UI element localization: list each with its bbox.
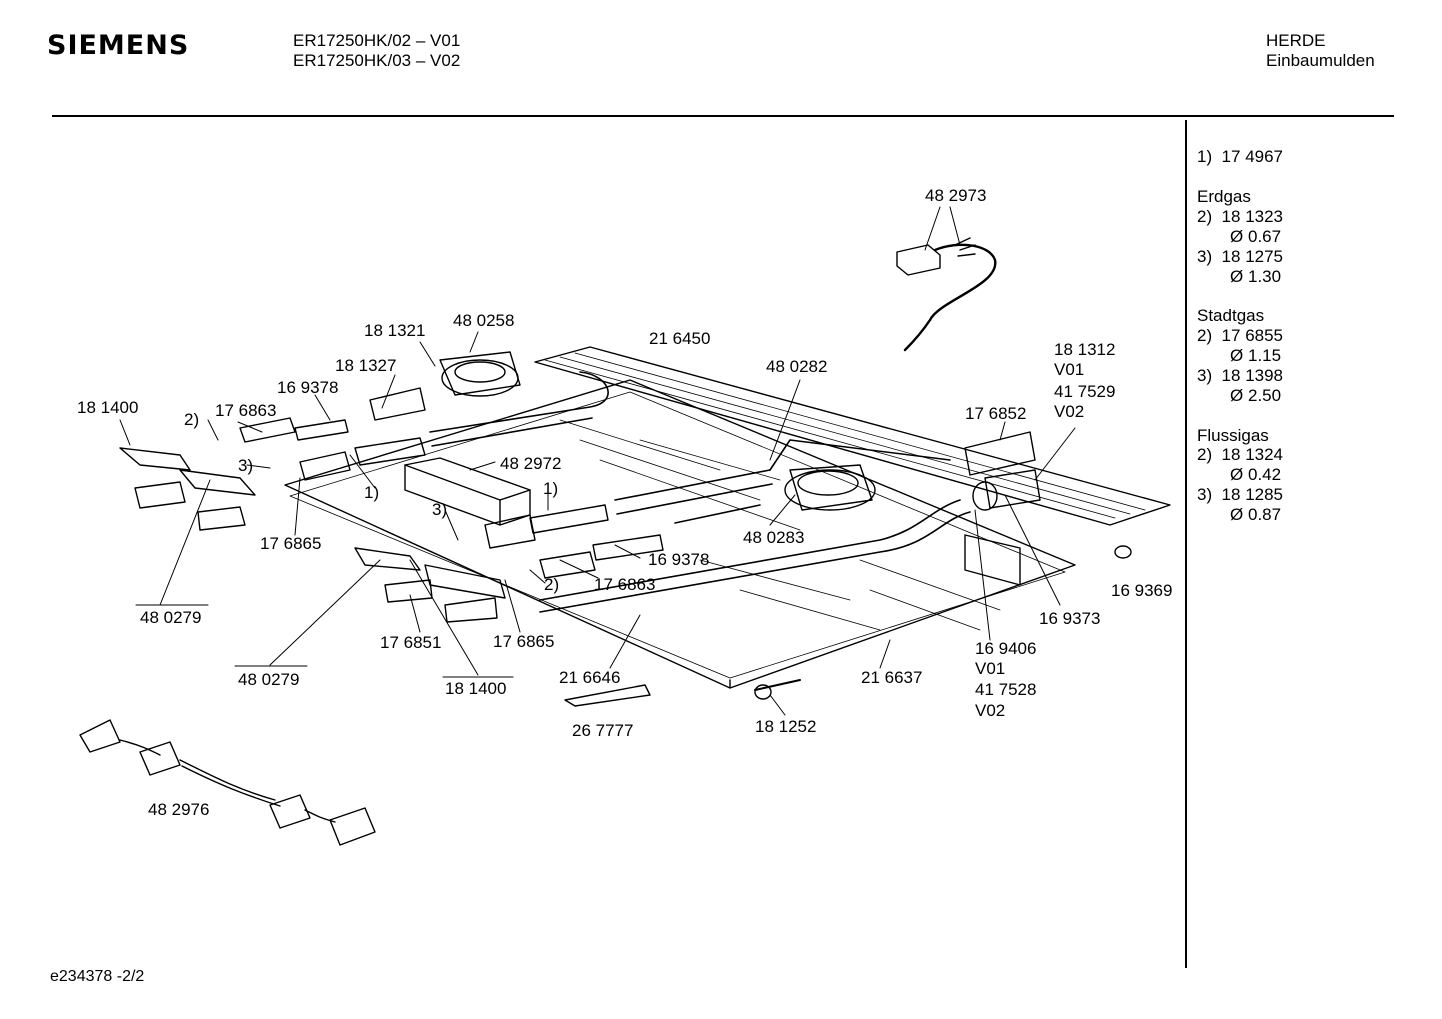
part-label: 17 6851 [380, 633, 442, 652]
legend-line: 3) 18 1398 [1197, 366, 1284, 385]
part-label: 16 9378 [648, 550, 710, 569]
part-label: 18 1400 [77, 398, 139, 417]
right-bracket [964, 431, 1132, 586]
part-label: 18 1252 [755, 717, 817, 736]
part-label: 17 6863 [594, 575, 656, 594]
part-label: 48 0282 [766, 357, 828, 376]
legend-line: 3) 18 1275 [1197, 247, 1284, 266]
valves-left [119, 387, 426, 531]
legend-line: 2) 17 6855 [1197, 326, 1284, 345]
category-line-2: Einbaumulden [1266, 51, 1375, 70]
part-label: 48 2976 [148, 800, 210, 819]
document-code: e234378 -2/2 [50, 968, 145, 985]
part-label: V02 [1054, 402, 1085, 421]
part-label: 2) [544, 575, 560, 594]
legend-heading-erdgas: Erdgas [1197, 187, 1251, 206]
legend-line: Ø 2.50 [1197, 386, 1282, 405]
part-label: 41 7529 [1054, 382, 1116, 401]
part-label: 48 0279 [140, 608, 202, 627]
part-label: 41 7528 [975, 680, 1037, 699]
legend-line: 3) 18 1285 [1197, 485, 1284, 504]
part-label: 16 9378 [277, 378, 339, 397]
legend-line: Ø 1.30 [1197, 267, 1282, 286]
part-label: 26 7777 [572, 721, 634, 740]
leader-lines [119, 206, 1076, 716]
burner-middle [784, 464, 876, 511]
loose-parts [564, 679, 801, 707]
legend-heading-stadtgas: Stadtgas [1197, 306, 1265, 325]
part-label: 16 9406 [975, 639, 1037, 658]
legend-line: Ø 1.15 [1197, 346, 1282, 365]
part-label: 48 2972 [500, 454, 562, 473]
header-divider [52, 115, 1394, 117]
model-line-1: ER17250HK/02 – V01 [293, 31, 461, 50]
legend-line: Ø 0.67 [1197, 227, 1282, 246]
legend-line: Ø 0.42 [1197, 465, 1282, 484]
part-label: 48 0283 [743, 528, 805, 547]
part-label: 18 1400 [445, 679, 507, 698]
legend-line: Ø 0.87 [1197, 505, 1282, 524]
part-label: 2) [184, 410, 200, 429]
part-label: 3) [238, 456, 254, 475]
brand-logo: SIEMENS [47, 30, 190, 61]
rail-strip [534, 346, 1171, 526]
part-label: V01 [1054, 360, 1085, 379]
part-label: 17 6863 [215, 401, 277, 420]
part-label: V01 [975, 659, 1006, 678]
burner-top [439, 351, 521, 397]
part-label: 18 1312 [1054, 340, 1116, 359]
category-line-1: HERDE [1266, 31, 1326, 50]
part-label: 16 9369 [1111, 581, 1173, 600]
part-label: 21 6637 [861, 668, 923, 687]
base-tray [284, 379, 1076, 689]
part-label: 17 6865 [493, 632, 555, 651]
legend-heading-flussigas: Flussigas [1197, 426, 1269, 445]
part-label: 17 6865 [260, 534, 322, 553]
part-label: 48 2973 [925, 186, 987, 205]
part-label: V02 [975, 701, 1006, 720]
part-label: 48 0258 [453, 311, 515, 330]
wiring-harness [79, 719, 376, 846]
legend-line: 1) 17 4967 [1197, 147, 1284, 166]
legend-line: 2) 18 1323 [1197, 207, 1284, 226]
part-label: 21 6450 [649, 329, 711, 348]
connector-48-2973 [896, 237, 997, 352]
part-label: 18 1321 [364, 321, 426, 340]
part-label: 21 6646 [559, 668, 621, 687]
part-label: 1) [543, 479, 559, 498]
model-line-2: ER17250HK/03 – V02 [293, 51, 461, 70]
part-label: 1) [364, 483, 380, 502]
part-label: 17 6852 [965, 404, 1027, 423]
part-label: 48 0279 [238, 670, 300, 689]
gas-tubes [429, 371, 971, 613]
sidebar-divider [1185, 120, 1187, 968]
part-label: 16 9373 [1039, 609, 1101, 628]
legend-line: 2) 18 1324 [1197, 445, 1284, 464]
part-label: 3) [432, 500, 448, 519]
part-label: 18 1327 [335, 356, 397, 375]
